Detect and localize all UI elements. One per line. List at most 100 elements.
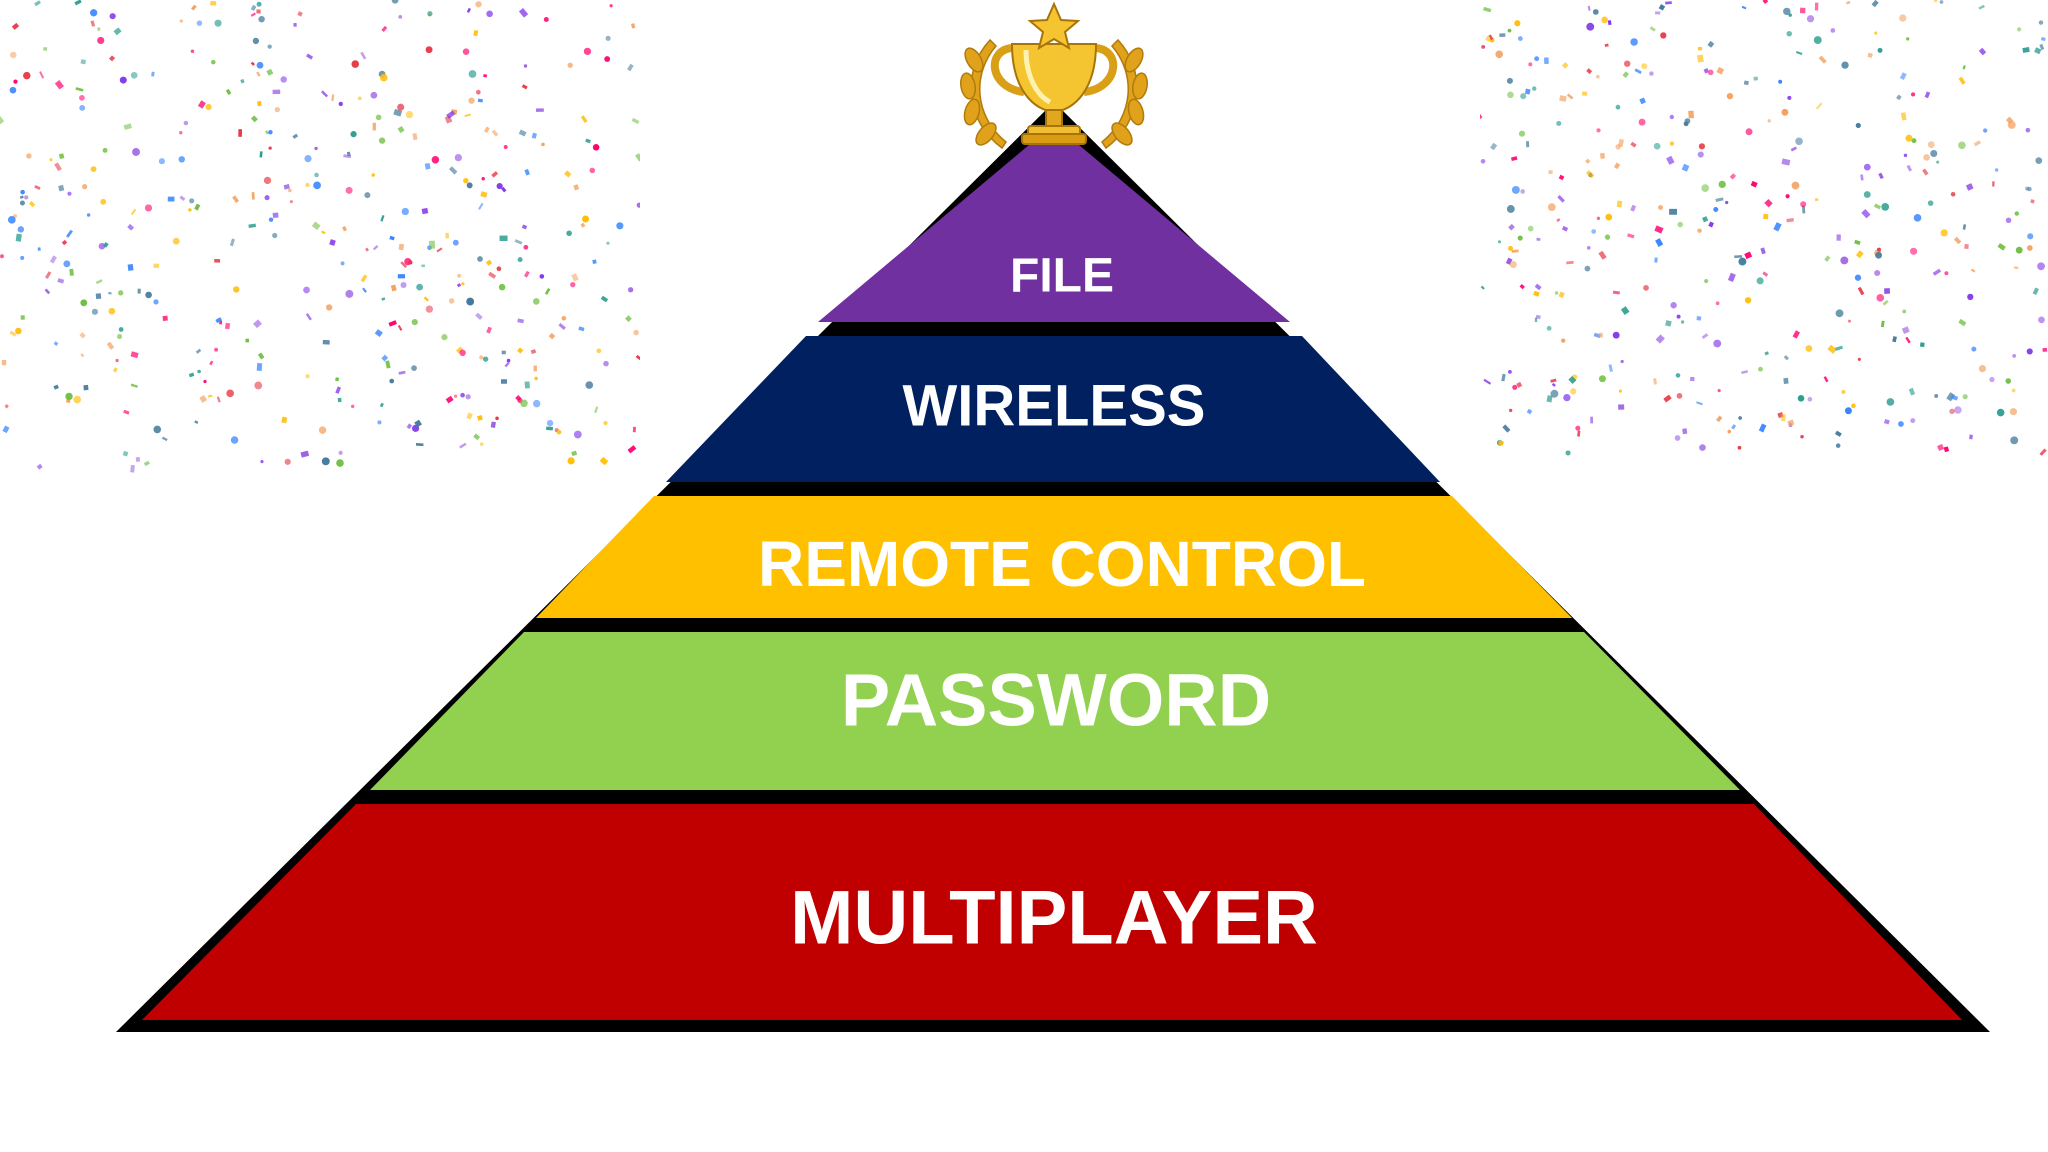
confetti-piece: [1763, 213, 1769, 220]
confetti-piece: [1882, 299, 1889, 306]
confetti-piece: [1, 360, 7, 366]
confetti-piece: [20, 189, 25, 195]
confetti-piece: [2037, 262, 2045, 271]
confetti-piece: [616, 222, 624, 230]
confetti-piece: [69, 268, 74, 276]
confetti-piece: [1731, 424, 1737, 430]
confetti-piece: [1536, 237, 1541, 241]
confetti-piece: [250, 4, 257, 11]
confetti-piece: [1620, 359, 1624, 364]
confetti-piece: [1715, 301, 1720, 306]
confetti-piece: [1715, 197, 1724, 202]
confetti-piece: [257, 100, 262, 107]
confetti-piece: [2017, 27, 2022, 32]
confetti-piece: [1481, 44, 1486, 49]
confetti-piece: [2034, 47, 2042, 55]
confetti-piece: [322, 339, 330, 345]
confetti-piece: [582, 215, 590, 223]
confetti-piece: [561, 315, 567, 321]
confetti-piece: [23, 71, 31, 80]
confetti-piece: [631, 117, 640, 125]
confetti-piece: [397, 324, 403, 331]
confetti-piece: [1586, 68, 1593, 75]
confetti-piece: [24, 195, 29, 200]
confetti-piece: [425, 305, 434, 313]
confetti-piece: [102, 147, 108, 153]
confetti-piece: [1607, 20, 1612, 26]
confetti-piece: [1596, 128, 1601, 133]
confetti-piece: [1480, 113, 1483, 121]
confetti-piece: [293, 22, 297, 27]
confetti-piece: [210, 1, 217, 6]
confetti-piece: [1807, 396, 1813, 402]
confetti-piece: [2030, 199, 2035, 204]
confetti-piece: [1750, 180, 1758, 188]
confetti-piece: [1851, 403, 1856, 409]
confetti-piece: [524, 270, 530, 278]
confetti-piece: [211, 59, 216, 65]
confetti-piece: [122, 450, 129, 457]
confetti-piece: [266, 68, 274, 76]
confetti-piece: [2015, 246, 2023, 254]
confetti-piece: [1823, 376, 1829, 383]
confetti-piece: [256, 1, 262, 7]
confetti-piece: [501, 350, 506, 355]
confetti-piece: [1566, 260, 1574, 265]
confetti-piece: [240, 78, 245, 84]
confetti-piece: [338, 101, 343, 107]
confetti-piece: [464, 113, 471, 117]
confetti-piece: [321, 457, 330, 466]
confetti-piece: [265, 130, 269, 135]
confetti-piece: [627, 63, 634, 72]
confetti-piece: [137, 288, 141, 294]
confetti-piece: [238, 129, 243, 137]
confetti-piece: [523, 64, 528, 68]
confetti-piece: [274, 106, 280, 113]
confetti-piece: [1805, 345, 1813, 352]
confetti-piece: [1806, 15, 1815, 23]
confetti-piece: [1534, 317, 1538, 322]
confetti-piece: [1605, 213, 1613, 221]
confetti-piece: [1946, 392, 1955, 402]
confetti-piece: [289, 200, 293, 204]
confetti-piece: [254, 381, 263, 390]
confetti-piece: [1587, 5, 1591, 11]
confetti-piece: [1713, 339, 1722, 348]
confetti-piece: [1764, 351, 1769, 356]
confetti-piece: [91, 308, 98, 315]
confetti-piece: [389, 378, 395, 384]
confetti-piece: [179, 131, 183, 135]
confetti-piece: [627, 445, 637, 454]
confetti-piece: [1483, 378, 1492, 385]
confetti-piece: [10, 51, 17, 59]
confetti-piece: [1790, 146, 1798, 152]
confetti-piece: [1854, 239, 1861, 245]
confetti-piece: [1697, 151, 1704, 158]
confetti-piece: [58, 184, 65, 192]
confetti-piece: [397, 103, 405, 111]
confetti-piece: [397, 274, 406, 279]
confetti-piece: [544, 288, 551, 295]
confetti-piece: [28, 200, 36, 208]
confetti-piece: [1639, 97, 1646, 105]
confetti-piece: [1556, 120, 1562, 127]
confetti-piece: [132, 148, 140, 156]
confetti-piece: [372, 245, 379, 251]
confetti-piece: [630, 23, 636, 29]
confetti-piece: [1591, 229, 1597, 234]
confetti-piece: [2027, 233, 2034, 240]
confetti-piece: [214, 259, 221, 263]
confetti-piece: [1781, 158, 1791, 166]
confetti-piece: [1598, 375, 1606, 383]
confetti-piece: [1586, 22, 1595, 31]
confetti-piece: [1875, 251, 1883, 259]
confetti-piece: [1818, 55, 1827, 64]
confetti-piece: [398, 15, 403, 19]
confetti-piece: [1643, 285, 1649, 291]
confetti-piece: [1654, 11, 1661, 15]
confetti-piece: [423, 296, 429, 302]
confetti-piece: [534, 376, 538, 381]
confetti-piece: [1550, 389, 1559, 398]
confetti-left: [0, 0, 640, 473]
confetti-piece: [1507, 91, 1514, 99]
